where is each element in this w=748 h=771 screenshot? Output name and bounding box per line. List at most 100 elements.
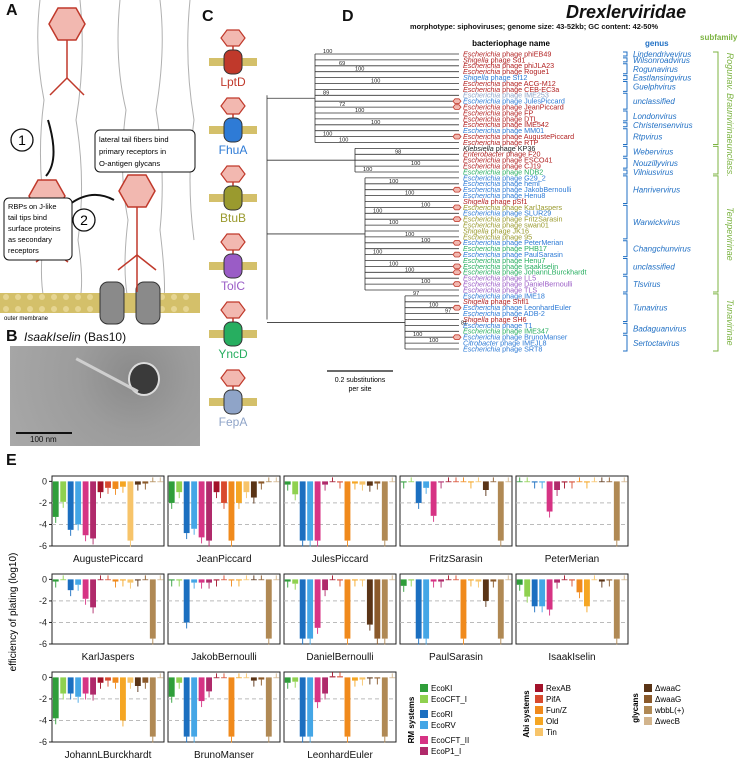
panel-label-a: A (6, 2, 18, 19)
y-tick-label: -6 (39, 737, 47, 747)
receptor-protein-icon (223, 321, 243, 347)
bootstrap-value: 97 (413, 291, 419, 297)
subplot-phage-name: PaulSarasin (429, 652, 483, 663)
lab-isolate-phage-icon (452, 269, 462, 276)
taxon-label: Escherichia phage NDB2 (463, 167, 543, 176)
eop-bar (531, 481, 538, 483)
receptor-protein-icon (223, 253, 243, 279)
subfamily-bracket (713, 145, 719, 175)
eop-bar (198, 677, 205, 702)
eop-bar (307, 579, 314, 639)
bootstrap-value: 100 (421, 238, 430, 244)
eop-bar (142, 481, 149, 484)
taxon-label: Escherichia phage 95 (463, 232, 532, 241)
bootstrap-value: 89 (323, 90, 329, 96)
bootstrap-value: 100 (371, 79, 380, 85)
genus-bracket (623, 81, 628, 92)
bootstrap-value: 100 (339, 138, 348, 144)
eop-bar (82, 579, 89, 599)
eop-bar (75, 579, 82, 585)
eop-bar (75, 481, 82, 525)
subplot-phage-name: JeanPiccard (196, 554, 251, 565)
eop-bar (468, 481, 474, 483)
taxon-label: Escherichia phage IME542 (463, 120, 549, 129)
taxon-label: Escherichia phage DanielBernoulli (463, 280, 573, 289)
subfamily-label: Rogunav. Braunvirinae (725, 53, 735, 144)
genus-bracket (623, 293, 628, 322)
legend-label: Fun/Z (546, 706, 567, 715)
eop-bar (157, 677, 164, 679)
subfamily-label: unclass. (725, 144, 735, 177)
taxon-label: Escherichia phage Henu7 (463, 256, 545, 265)
eop-bar (250, 579, 257, 581)
callout-secondary-receptors (3, 197, 73, 261)
legend-swatch (644, 717, 652, 725)
eop-bar (105, 481, 111, 488)
taxon-label: Escherichia phage CEB-EC3a (463, 85, 559, 94)
arrow-step-1 (45, 119, 55, 177)
eop-bar (258, 677, 265, 680)
eop-bar (198, 481, 205, 538)
genus-label: Webervirus (633, 147, 673, 156)
subplot-phage-name: PeterMerian (545, 554, 599, 565)
eop-bar (292, 579, 299, 584)
genus-label: Lindendrivevirus (633, 50, 691, 59)
eop-bar (329, 676, 336, 678)
y-tick-label: -6 (39, 541, 47, 551)
eop-bar (584, 579, 590, 607)
eop-bar (613, 579, 620, 639)
legend-swatch (535, 728, 543, 736)
eop-bar (591, 481, 598, 483)
taxon-label: Shigella phage Sd1 (463, 55, 525, 64)
taxon-label: Escherichia phage SLUR29 (463, 209, 551, 218)
eop-bar (90, 579, 96, 608)
phage-icon-bottom (117, 174, 157, 292)
eop-bar (460, 481, 467, 483)
eop-bar (236, 481, 242, 503)
callout-primary-receptors (94, 129, 196, 173)
callout1-line2: primary receptors in (99, 147, 166, 156)
eop-bar (134, 579, 141, 581)
eop-bar (149, 481, 156, 483)
eop-bar (75, 677, 82, 697)
eop-bar (374, 481, 381, 484)
receptor-yncd: YncD (209, 301, 257, 361)
genus-bracket (623, 57, 628, 63)
eop-bar (142, 677, 149, 683)
legend-group-title: RM systems (407, 696, 416, 743)
genus-bracket (623, 169, 628, 175)
family-title: Drexlerviridae (566, 2, 687, 22)
eop-chart: efficiency of plating (log10) 0-2-4-6Aug… (8, 475, 684, 761)
eop-bar (344, 481, 351, 541)
eop-bar (90, 677, 96, 695)
eop-bar (258, 579, 265, 581)
subplot-phage-name: JulesPiccard (312, 554, 369, 565)
genus-bracket (623, 63, 628, 75)
taxon-label: Escherichia phage FritzSarasin (463, 215, 562, 224)
eop-subplot: DanielBernoulli (283, 573, 397, 663)
eop-ylabel: efficiency of plating (log10) (8, 553, 19, 672)
eop-bar (112, 677, 119, 683)
eop-bar (359, 481, 366, 485)
eop-bar (445, 481, 452, 483)
eop-bar (539, 579, 546, 607)
micrograph-phage-name: IsaakIselin (24, 330, 81, 344)
eop-bar (366, 481, 373, 486)
eop-bar (389, 481, 396, 483)
eop-bar (337, 579, 343, 581)
eop-bar (400, 579, 407, 586)
eop-bar (337, 481, 343, 483)
eop-bar (569, 481, 575, 483)
eop-bar (206, 677, 212, 692)
eop-bar (120, 481, 126, 487)
lab-isolate-phage-icon (452, 334, 462, 341)
genus-bracket (623, 275, 628, 293)
eop-subplot: FritzSarasin (399, 475, 513, 565)
eop-bar (250, 481, 257, 498)
genus-bracket (623, 145, 628, 157)
eop-bar (352, 579, 358, 581)
genus-label: Guelphvirus (633, 82, 676, 91)
eop-bar (112, 579, 119, 582)
eop-bar (366, 677, 373, 679)
